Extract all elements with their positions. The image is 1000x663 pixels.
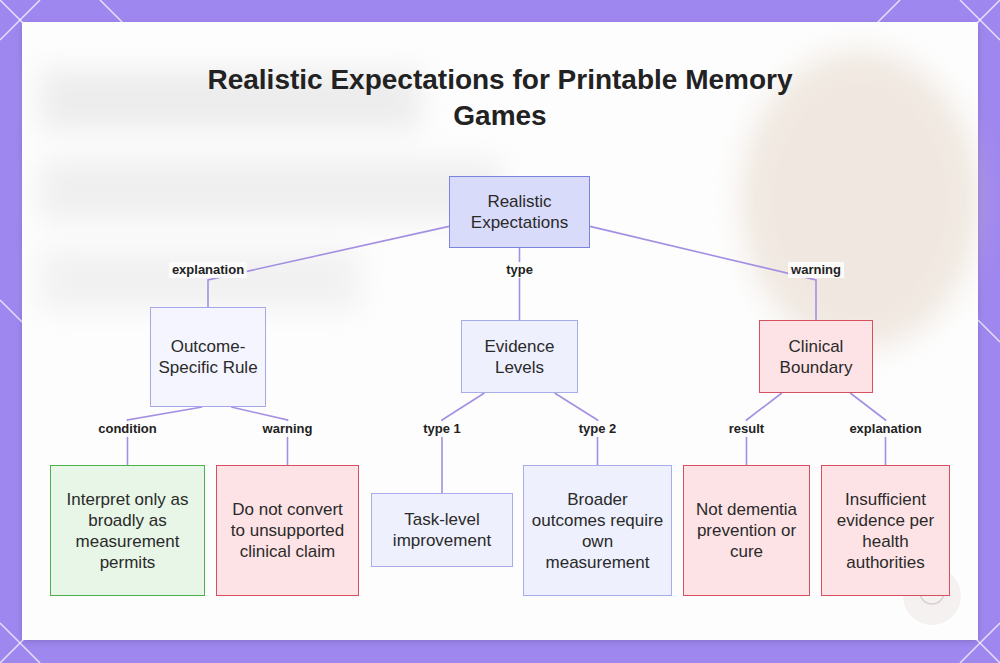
edge-label: type (503, 262, 536, 278)
connector-line (442, 393, 484, 493)
edge-label: condition (95, 421, 160, 437)
node-label: Broader outcomes require own measurement (530, 489, 665, 573)
node-label: Task-level improvement (378, 509, 506, 551)
node-label: Do not convert to unsupported clinical c… (223, 499, 352, 562)
blurred-text-band (40, 160, 500, 220)
pattern-line (978, 320, 1000, 342)
root-box: Realistic Expectations (449, 176, 590, 248)
node-label: Clinical Boundary (766, 336, 866, 378)
node-text-group: Realistic Expectations (456, 191, 583, 233)
condition-box: Interpret only as broadly as measurement… (50, 465, 205, 596)
warning-box: Not dementia prevention or cure (683, 465, 810, 596)
node-text-group: Interpret only as broadly as measurement… (57, 489, 198, 573)
edge-label: type 2 (576, 421, 620, 437)
node-label: Evidence Levels (468, 336, 571, 378)
edge-label: type 1 (420, 421, 464, 437)
node-label: Insufficient evidence per health authori… (828, 489, 943, 573)
diagram-title: Realistic Expectations for Printable Mem… (200, 62, 800, 134)
node-text-group: Not dementia prevention or cure (690, 499, 803, 562)
edge-label: explanation (846, 421, 924, 437)
edge-label: warning (260, 421, 316, 437)
edge-label: explanation (169, 262, 247, 278)
blurred-text-band (40, 250, 360, 310)
warning-box: Insufficient evidence per health authori… (821, 465, 950, 596)
node-text-group: Do not convert to unsupported clinical c… (223, 499, 352, 562)
warning-box: Clinical Boundary (759, 320, 873, 393)
node-text-group: Evidence Levels (468, 336, 571, 378)
pattern-line (0, 300, 22, 322)
leaf-box: Task-level improvement (371, 493, 513, 567)
node-text-group: Insufficient evidence per health authori… (828, 489, 943, 573)
connector-line (590, 226, 816, 320)
leaf-box: Broader outcomes require own measurement (523, 465, 672, 596)
blurred-background-photo (40, 50, 980, 350)
connector-line (519, 248, 521, 320)
warning-box: Do not convert to unsupported clinical c… (216, 465, 359, 596)
edge-label: result (726, 421, 767, 437)
node-text-group: Outcome-Specific Rule (157, 336, 259, 378)
node-label: Outcome-Specific Rule (157, 336, 259, 378)
node-text-group: Broader outcomes require own measurement (530, 489, 665, 573)
node-text-group: Task-level improvement (378, 509, 506, 551)
node-label: Interpret only as broadly as measurement… (57, 489, 198, 573)
node-label: Realistic Expectations (456, 191, 583, 233)
edge-label: warning (788, 262, 844, 278)
category-box: Outcome-Specific Rule (150, 307, 266, 407)
node-label: Not dementia prevention or cure (690, 499, 803, 562)
node-text-group: Clinical Boundary (766, 336, 866, 378)
category-box: Evidence Levels (461, 320, 578, 393)
